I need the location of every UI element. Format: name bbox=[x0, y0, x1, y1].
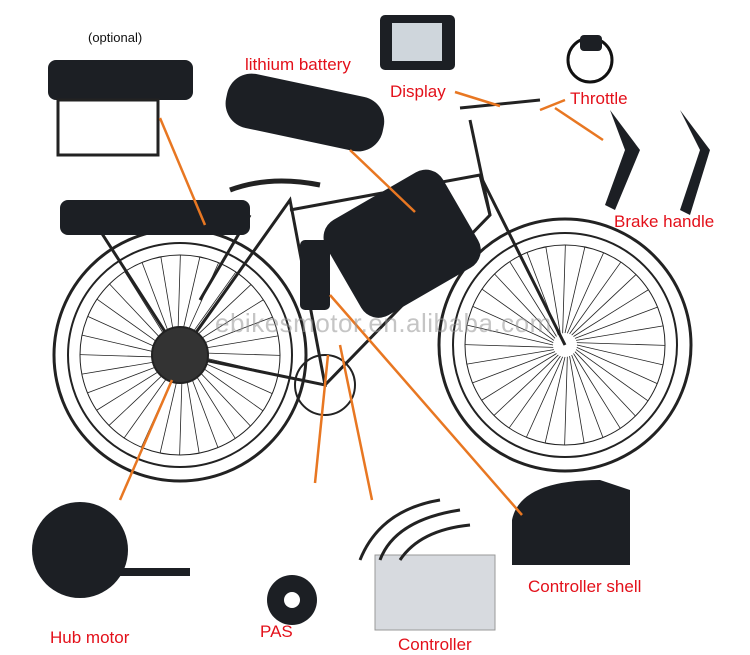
optional-label: (optional) bbox=[88, 30, 143, 45]
spoke bbox=[472, 351, 556, 384]
spoke bbox=[481, 288, 555, 341]
spoke bbox=[508, 355, 561, 429]
controller-product bbox=[374, 554, 496, 631]
spoke bbox=[464, 344, 554, 348]
spoke bbox=[562, 244, 566, 334]
spoke bbox=[573, 289, 649, 337]
spoke bbox=[481, 353, 557, 401]
brake-left bbox=[605, 110, 640, 210]
spoke bbox=[566, 252, 604, 334]
spoke bbox=[576, 344, 664, 366]
hub-motor-label: Hub motor bbox=[50, 628, 130, 647]
spoke bbox=[575, 349, 649, 402]
watermark: ebikesmotor.en.alibaba.com bbox=[215, 308, 552, 338]
spoke bbox=[571, 274, 637, 336]
rack-battery bbox=[60, 200, 250, 235]
brake-handle-label: Brake handle bbox=[614, 212, 715, 231]
brake-right bbox=[680, 110, 710, 215]
spoke bbox=[493, 354, 559, 416]
controller-shell-product bbox=[512, 480, 630, 565]
spoke bbox=[509, 261, 557, 337]
spoke bbox=[545, 246, 561, 334]
display-label: Display bbox=[390, 82, 446, 101]
spoke bbox=[574, 306, 658, 339]
spoke bbox=[574, 351, 636, 417]
spoke bbox=[466, 349, 554, 365]
spoke bbox=[573, 353, 621, 429]
frame-controller bbox=[300, 240, 330, 310]
frame-battery bbox=[323, 169, 481, 318]
spoke bbox=[576, 325, 664, 341]
spoke bbox=[571, 354, 604, 438]
spoke bbox=[569, 356, 585, 444]
pas-label: PAS bbox=[260, 622, 293, 641]
controller-shell-label: Controller shell bbox=[528, 577, 642, 596]
spoke bbox=[564, 356, 568, 446]
spoke bbox=[569, 261, 622, 335]
spoke bbox=[472, 306, 554, 344]
rear-rack-battery-product bbox=[48, 60, 193, 100]
controller-label: Controller bbox=[398, 635, 472, 654]
leader-lines bbox=[118, 90, 604, 516]
lithium-battery-label: lithium battery bbox=[245, 55, 351, 74]
spoke bbox=[576, 346, 658, 384]
spoke bbox=[564, 246, 586, 334]
spoke bbox=[526, 356, 564, 438]
spoke bbox=[544, 356, 566, 444]
components bbox=[32, 15, 710, 631]
spoke bbox=[494, 273, 556, 339]
spoke bbox=[466, 324, 554, 346]
hub-motor-product bbox=[32, 502, 128, 598]
lithium-battery-product bbox=[225, 73, 385, 152]
spoke bbox=[576, 342, 666, 346]
throttle-label: Throttle bbox=[570, 89, 628, 108]
